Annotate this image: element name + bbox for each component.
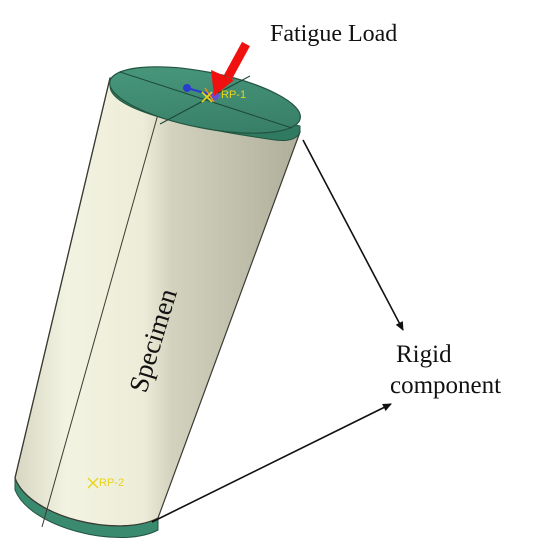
rp-1-marker: RP-1 [183,84,246,103]
fatigue-load-label: Fatigue Load [270,21,397,47]
fatigue-load-arrow-icon [211,41,250,96]
rp-1-label: RP-1 [221,89,246,101]
rp-2-label: RP-2 [99,477,124,489]
rigid-component-label-line2: component [390,372,501,399]
rp-2-marker: RP-2 [87,477,124,489]
rigid-component-label-line1: Rigid [396,341,452,368]
rigid-component-pointers [151,139,404,523]
specimen-cylinder [14,77,301,528]
